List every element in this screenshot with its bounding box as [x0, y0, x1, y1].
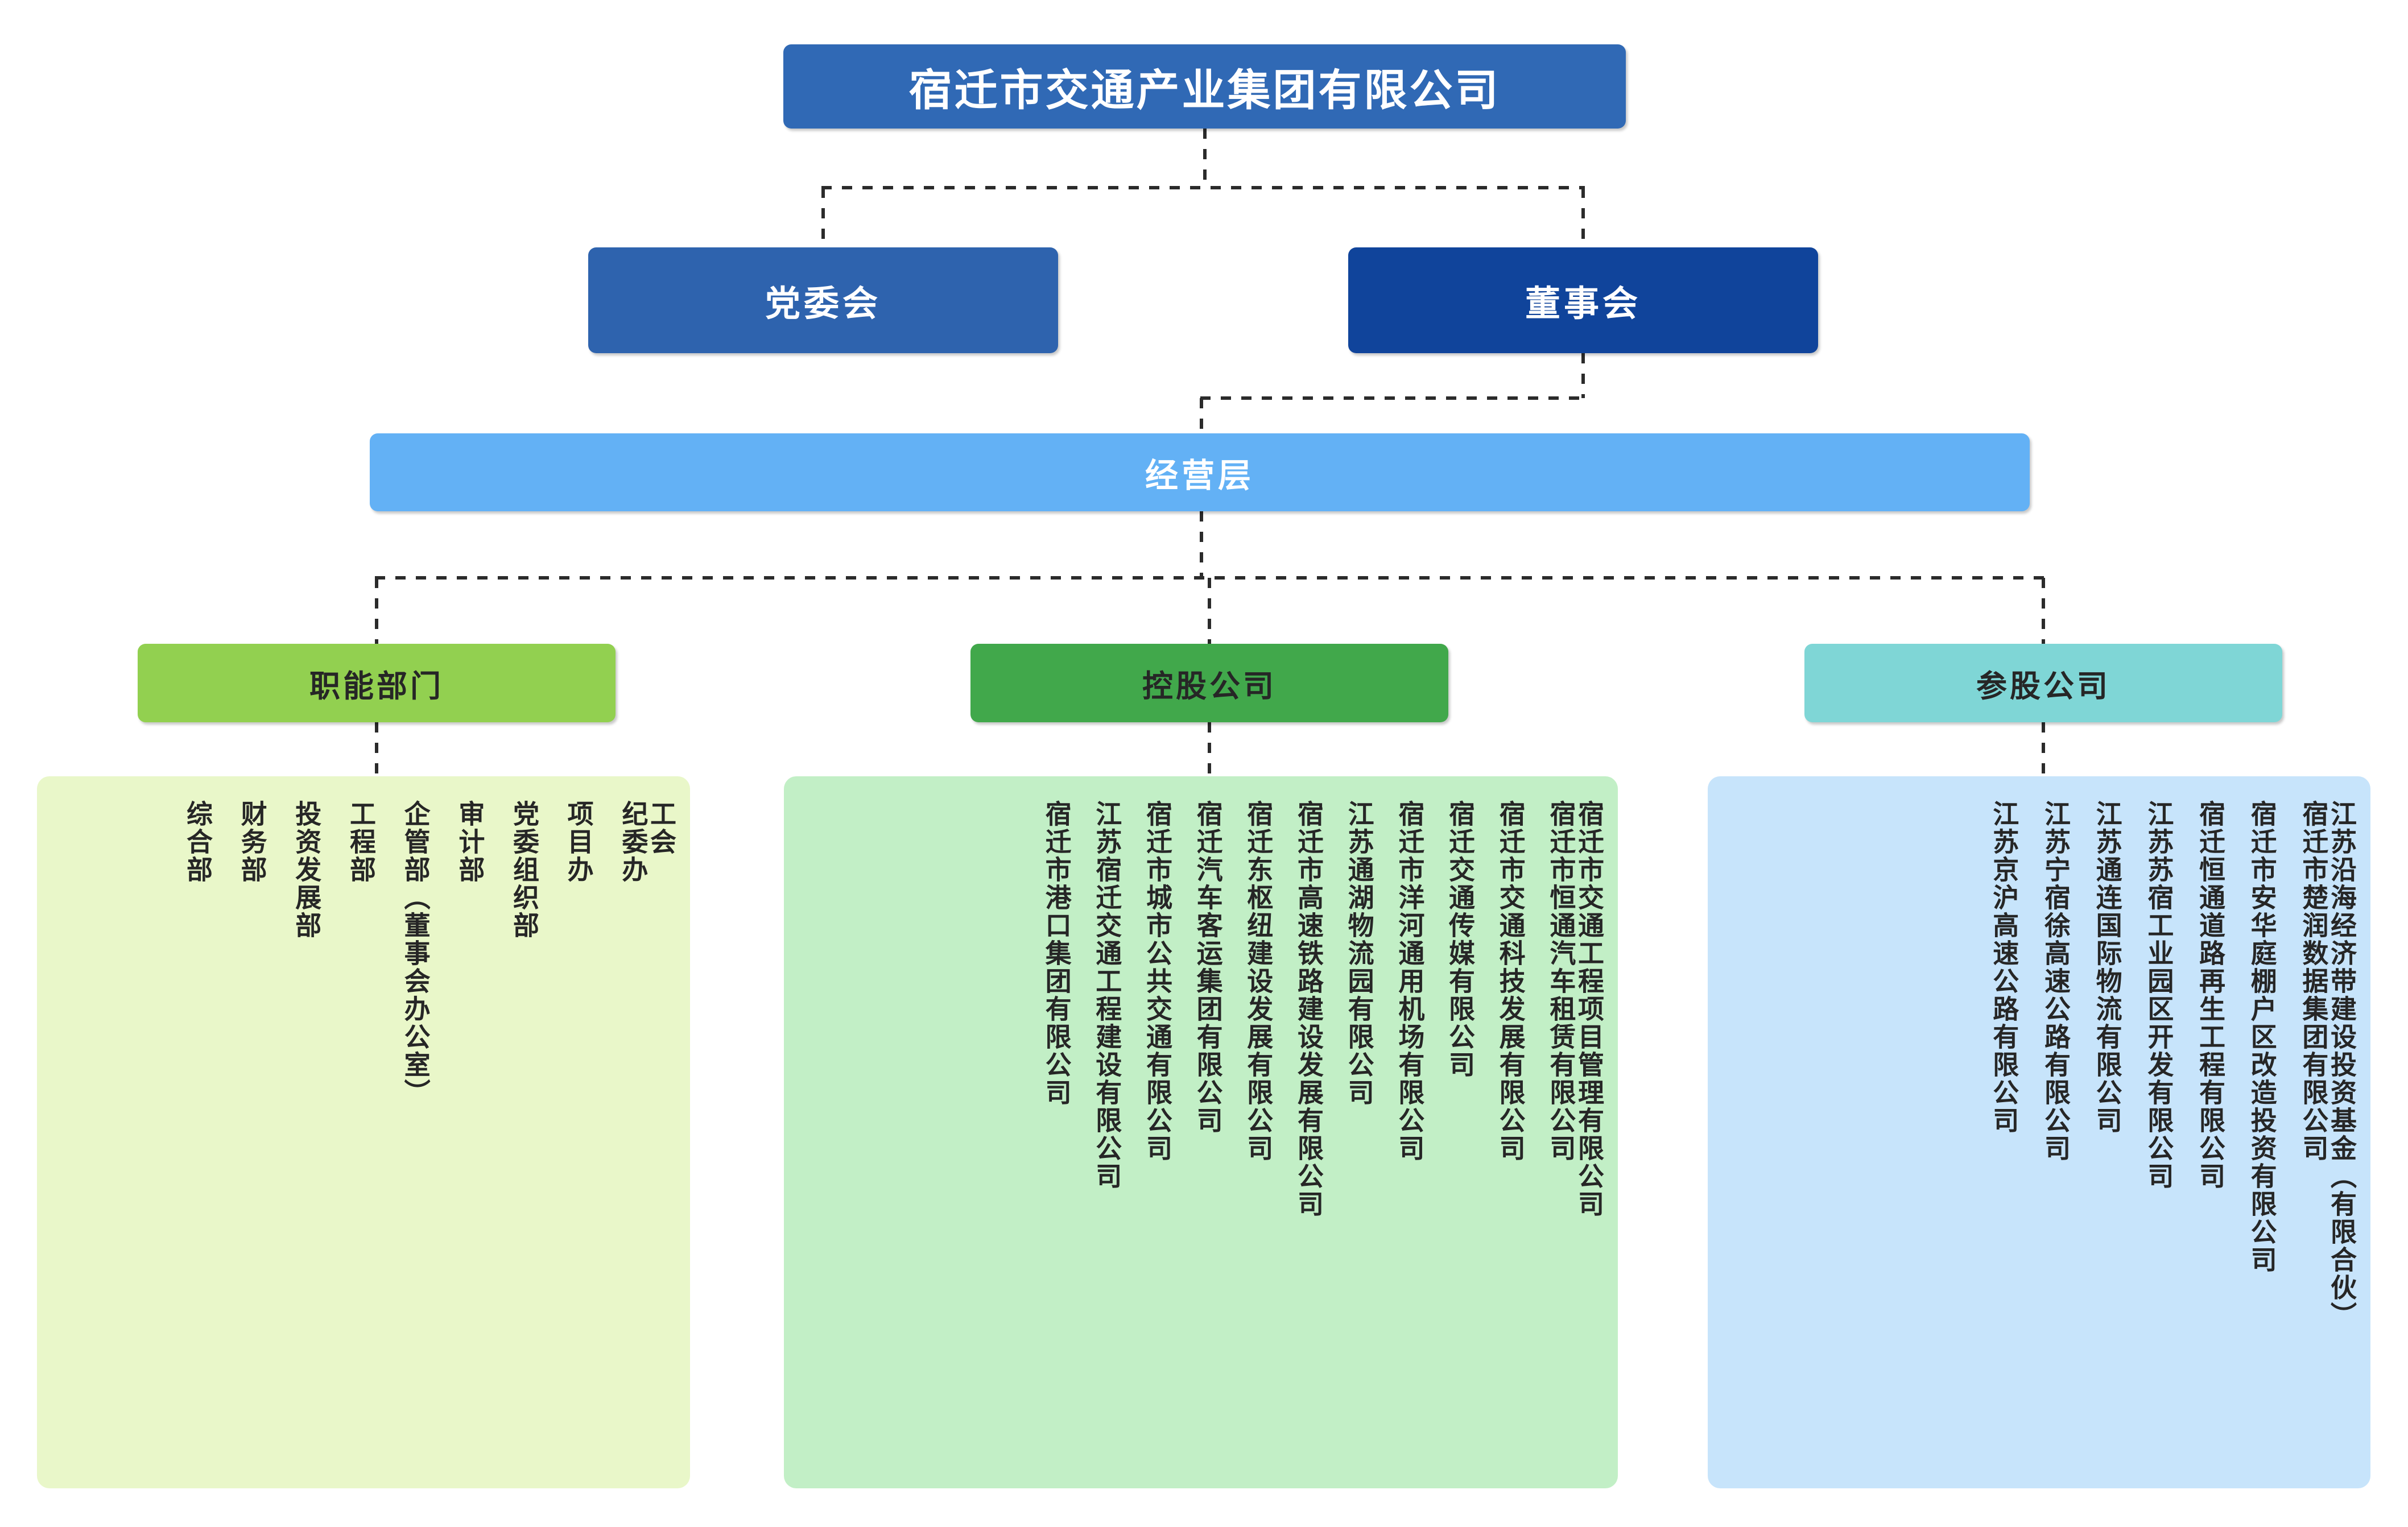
list-item[interactable]: 综合部: [183, 800, 213, 884]
list-item[interactable]: 党委组织部: [509, 800, 539, 940]
list-item[interactable]: 宿迁汽车客运集团有限公司: [1193, 800, 1223, 1135]
list-item[interactable]: 宿迁市城市公共交通有限公司: [1142, 800, 1172, 1162]
category-header-holding-companies[interactable]: 控股公司: [970, 644, 1448, 722]
list-item[interactable]: 宿迁市高速铁路建设发展有限公司: [1294, 800, 1324, 1218]
node-party-committee[interactable]: 党委会: [588, 247, 1058, 353]
node-management-layer[interactable]: 经营层: [370, 433, 2030, 511]
list-item[interactable]: 宿迁市安华庭棚户区改造投资有限公司: [2247, 800, 2277, 1274]
list-item[interactable]: 宿迁市恒通汽车租赁有限公司: [1546, 800, 1576, 1162]
list-item[interactable]: 宿迁恒通道路再生工程有限公司: [2195, 800, 2225, 1190]
list-item[interactable]: 工会: [647, 800, 676, 856]
list-item[interactable]: 江苏通连国际物流有限公司: [2092, 800, 2122, 1135]
list-item[interactable]: 审计部: [455, 800, 485, 884]
list-item[interactable]: 宿迁市交通工程项目管理有限公司: [1575, 800, 1604, 1218]
list-item[interactable]: 财务部: [237, 800, 267, 884]
list-item[interactable]: 工程部: [346, 800, 376, 884]
list-item[interactable]: 宿迁市洋河通用机场有限公司: [1395, 800, 1425, 1162]
root-node-group-company[interactable]: 宿迁市交通产业集团有限公司: [783, 44, 1626, 129]
panel-functional-departments: 工会纪委办项目办党委组织部审计部企管部（董事会办公室） 工程部投资发展部财务部综合…: [37, 776, 690, 1488]
list-item[interactable]: 江苏宿迁交通工程建设有限公司: [1092, 800, 1122, 1190]
category-header-shareholding-companies[interactable]: 参股公司: [1804, 644, 2282, 722]
list-item[interactable]: 投资发展部: [292, 800, 322, 940]
list-item[interactable]: 江苏苏宿工业园区开发有限公司: [2144, 800, 2174, 1190]
list-item[interactable]: 纪委办: [618, 800, 649, 884]
list-item[interactable]: 宿迁市楚润数据集团有限公司: [2299, 800, 2329, 1162]
list-item[interactable]: 项目办: [564, 800, 594, 884]
panel-holding-companies: 宿迁市交通工程项目管理有限公司宿迁市恒通汽车租赁有限公司宿迁市交通科技发展有限公…: [784, 776, 1618, 1488]
list-item[interactable]: 江苏京沪高速公路有限公司: [1989, 800, 2019, 1135]
category-header-functional-departments[interactable]: 职能部门: [138, 644, 616, 722]
list-item[interactable]: 江苏通湖物流园有限公司: [1344, 800, 1374, 1107]
list-item[interactable]: 江苏沿海经济带建设投资基金（有限合伙）: [2327, 800, 2357, 1330]
panel-shareholding-companies: 江苏沿海经济带建设投资基金（有限合伙）宿迁市楚润数据集团有限公司宿迁市安华庭棚户…: [1708, 776, 2370, 1488]
list-item[interactable]: 宿迁东枢纽建设发展有限公司: [1244, 800, 1274, 1162]
list-item[interactable]: 企管部（董事会办公室）: [400, 800, 431, 1107]
node-board-of-directors[interactable]: 董事会: [1348, 247, 1818, 353]
list-item[interactable]: 江苏宁宿徐高速公路有限公司: [2041, 800, 2071, 1162]
list-item[interactable]: 宿迁交通传媒有限公司: [1445, 800, 1475, 1079]
list-item[interactable]: 宿迁市港口集团有限公司: [1042, 800, 1072, 1107]
list-item[interactable]: 宿迁市交通科技发展有限公司: [1496, 800, 1526, 1162]
